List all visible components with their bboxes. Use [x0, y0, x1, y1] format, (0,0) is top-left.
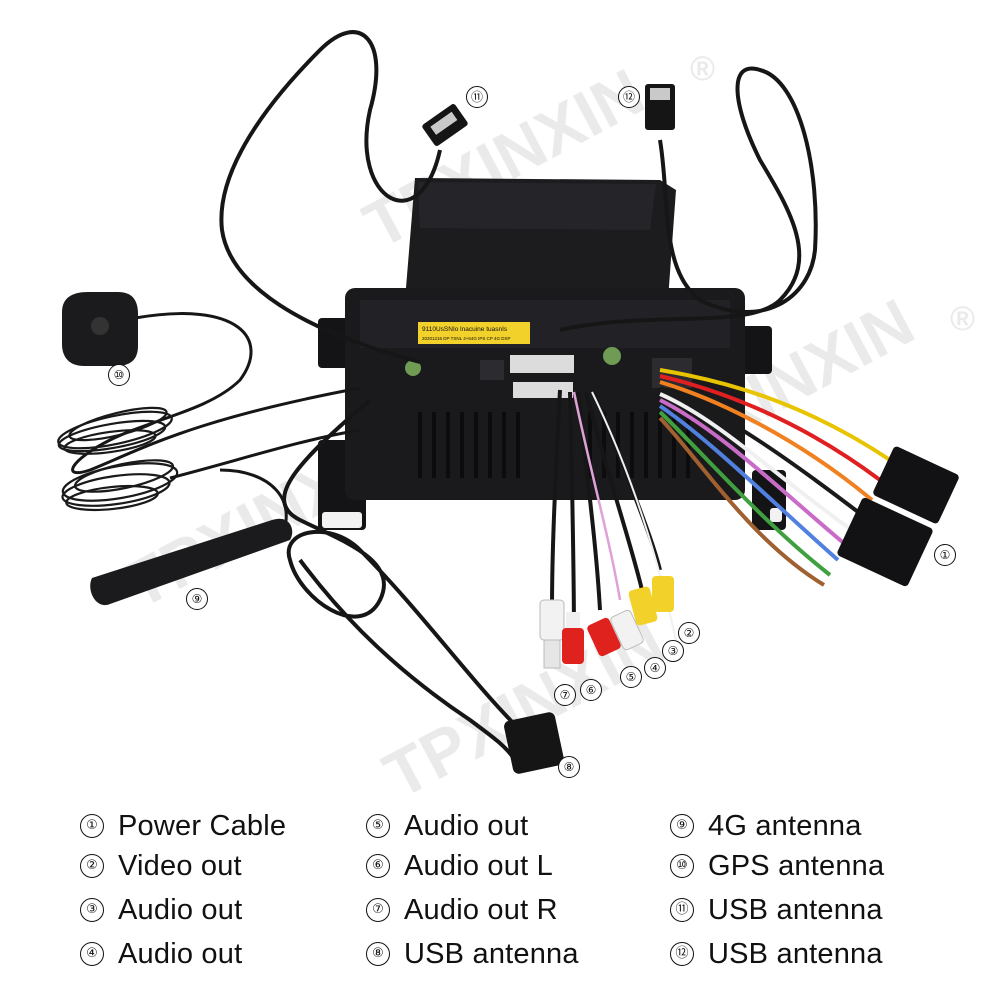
rca-plug-red-5 [587, 617, 621, 657]
legend-item-4: ④ Audio out [80, 934, 242, 974]
callout-8: ⑧ [558, 756, 580, 778]
legend-item-10: ⑩ GPS antenna [670, 846, 884, 886]
callout-1: ① [934, 544, 956, 566]
legend-item-3: ③ Audio out [80, 890, 242, 930]
legend-number: ⑦ [366, 898, 390, 922]
unit-label-text: 9110UsSNIo lnacuine tuasnIs [422, 326, 508, 333]
legend-label: Audio out R [404, 893, 558, 926]
legend-item-2: ② Video out [80, 846, 242, 886]
callout-2: ② [678, 622, 700, 644]
rca-plug-yellow-2 [652, 576, 674, 612]
legend-number: ⑥ [366, 854, 390, 878]
legend-item-7: ⑦ Audio out R [366, 890, 558, 930]
callout-3: ③ [662, 640, 684, 662]
legend-label: Audio out [118, 937, 243, 970]
registered-mark-2: ® [950, 300, 975, 338]
legend-label: GPS antenna [708, 849, 885, 882]
legend-number: ⑧ [366, 942, 390, 966]
callout-10: ⑩ [108, 364, 130, 386]
legend-label: Audio out L [404, 849, 553, 882]
product-photo: TPXINXIN TPXINXIN TPXINXIN TPXINXIN ® ® … [57, 30, 975, 800]
legend-item-5: ⑤ Audio out [366, 806, 528, 846]
rca-plug-white-4 [610, 609, 644, 651]
usb-connector-8 [504, 712, 564, 774]
rca-plug-white-7 [539, 599, 565, 669]
callout-7: ⑦ [554, 684, 576, 706]
callout-9: ⑨ [186, 588, 208, 610]
legend: ① Power Cable ② Video out ③ Audio out ④ … [80, 806, 960, 986]
legend-item-1: ① Power Cable [80, 806, 286, 846]
legend-item-6: ⑥ Audio out L [366, 846, 553, 886]
legend-label: Audio out [118, 893, 243, 926]
callout-6: ⑥ [580, 679, 602, 701]
legend-label: Power Cable [118, 809, 287, 842]
rca-plug-red-6 [562, 612, 584, 664]
lte-antenna-bar [90, 518, 293, 606]
legend-number: ④ [80, 942, 104, 966]
unit-label-sticker [418, 322, 530, 344]
callout-5: ⑤ [620, 666, 642, 688]
callout-12: ⑫ [618, 86, 640, 108]
gps-coil [57, 406, 173, 455]
antenna-coil-4g [61, 459, 179, 512]
legend-item-9: ⑨ 4G antenna [670, 806, 862, 846]
legend-item-11: ⑪ USB antenna [670, 890, 883, 930]
sim-connector [603, 347, 621, 365]
legend-label: USB antenna [708, 893, 883, 926]
power-harness-plug [837, 446, 959, 587]
legend-label: USB antenna [708, 937, 883, 970]
legend-label: 4G antenna [708, 809, 862, 842]
legend-item-8: ⑧ USB antenna [366, 934, 579, 974]
heat-sink [418, 412, 690, 478]
legend-number: ⑩ [670, 854, 694, 878]
callout-4: ④ [644, 657, 666, 679]
gps-connector [405, 360, 421, 376]
legend-number: ⑫ [670, 942, 694, 966]
registered-mark-1: ® [690, 50, 715, 88]
legend-number: ① [80, 814, 104, 838]
legend-number: ③ [80, 898, 104, 922]
legend-label: USB antenna [404, 937, 579, 970]
legend-number: ② [80, 854, 104, 878]
unit-sublabel-text: 20201216 DP TSNL 4+64G IPS CP 4G DSP [422, 336, 511, 341]
rca-plug-yellow-3 [628, 586, 658, 626]
legend-label: Video out [118, 849, 242, 882]
legend-number: ⑪ [670, 898, 694, 922]
av-port [510, 355, 574, 373]
callout-11: ⑪ [466, 86, 488, 108]
legend-item-12: ⑫ USB antenna [670, 934, 883, 974]
legend-label: Audio out [404, 809, 529, 842]
legend-number: ⑤ [366, 814, 390, 838]
legend-number: ⑨ [670, 814, 694, 838]
power-harness-wires [658, 368, 892, 587]
